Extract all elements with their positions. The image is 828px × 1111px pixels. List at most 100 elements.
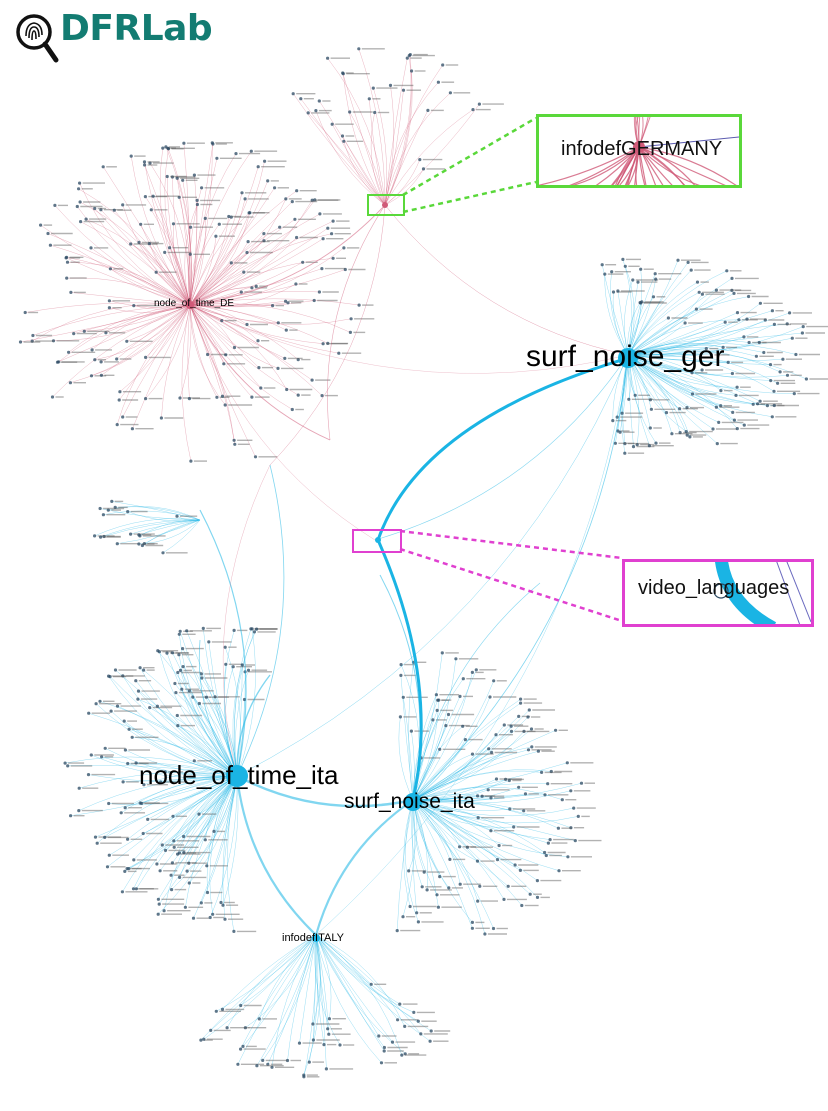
- graph-node: [140, 801, 144, 806]
- hub-node-infodef-italy: [312, 934, 320, 942]
- graph-edge: [412, 799, 560, 871]
- graph-node: [302, 1075, 306, 1079]
- graph-node: [278, 225, 282, 229]
- graph-edge: [315, 110, 386, 206]
- graph-edge: [128, 775, 238, 869]
- graph-link: [379, 574, 421, 801]
- graph-edge: [412, 752, 492, 801]
- graph-node: [425, 888, 429, 892]
- graph-node: [513, 863, 517, 867]
- graph-link: [412, 582, 541, 801]
- graph-edge: [110, 268, 191, 306]
- graph-edge: [124, 720, 238, 777]
- graph-edge: [70, 304, 191, 383]
- graph-edge: [189, 233, 265, 306]
- graph-node: [173, 681, 177, 686]
- graph-node: [678, 407, 682, 411]
- graph-edge: [130, 519, 201, 535]
- graph-edge: [133, 304, 191, 310]
- graph-edge: [299, 934, 317, 1044]
- graph-edge: [315, 934, 403, 1056]
- graph-edge: [396, 799, 414, 931]
- graph-node: [317, 99, 321, 103]
- graph-node: [94, 702, 98, 706]
- graph-node: [388, 83, 393, 87]
- graph-node: [331, 219, 335, 223]
- zoom-edge: [569, 146, 640, 185]
- graph-node: [146, 817, 150, 822]
- graph-edge: [189, 304, 224, 364]
- graph-node: [175, 514, 179, 518]
- graph-node: [772, 403, 776, 408]
- graph-node: [204, 695, 208, 699]
- graph-node: [191, 695, 195, 699]
- graph-edge: [408, 662, 414, 801]
- graph-edge: [149, 163, 191, 306]
- graph-edge: [627, 345, 764, 356]
- graph-node: [89, 753, 93, 757]
- graph-node: [185, 869, 189, 873]
- graph-edge: [627, 354, 735, 421]
- graph-node: [284, 197, 288, 201]
- graph-edge: [186, 630, 238, 777]
- graph-edge: [627, 354, 691, 437]
- graph-node: [163, 770, 167, 774]
- graph-node: [311, 1038, 315, 1042]
- graph-node: [620, 411, 624, 415]
- graph-edge: [100, 209, 191, 306]
- graph-node: [633, 393, 637, 397]
- graph-node: [220, 1007, 225, 1012]
- graph-node: [254, 284, 258, 288]
- graph-edge: [90, 247, 191, 306]
- graph-edge: [201, 673, 238, 777]
- graph-edge: [225, 666, 238, 777]
- graph-edge: [127, 775, 238, 869]
- graph-edge: [412, 799, 547, 856]
- graph-edge: [315, 934, 332, 1019]
- graph-edge: [627, 354, 729, 363]
- graph-node: [65, 260, 70, 264]
- graph-edge: [412, 799, 440, 877]
- graph-edge: [412, 669, 477, 801]
- graph-edge: [180, 670, 238, 777]
- graph-node: [189, 225, 193, 229]
- graph-node: [312, 298, 316, 303]
- graph-edge: [185, 775, 238, 908]
- graph-node: [123, 806, 127, 810]
- graph-edge: [172, 177, 191, 306]
- graph-edge: [314, 934, 341, 1046]
- graph-node: [50, 395, 55, 399]
- graph-edge: [189, 304, 235, 441]
- graph-node: [291, 92, 295, 96]
- graph-node: [768, 363, 773, 367]
- graph-node: [435, 708, 439, 713]
- graph-node: [465, 845, 469, 849]
- graph-edge: [627, 323, 788, 356]
- callout-line-magenta-bottom: [399, 547, 623, 623]
- graph-node: [206, 352, 210, 357]
- graph-edge: [182, 648, 238, 777]
- graph-node: [108, 267, 112, 271]
- graph-node: [294, 282, 298, 286]
- graph-node: [192, 173, 196, 177]
- zoom-edge: [638, 146, 686, 185]
- graph-node: [576, 814, 580, 819]
- graph-node: [106, 508, 110, 512]
- graph-edge: [122, 775, 238, 892]
- graph-node: [478, 884, 482, 888]
- graph-node: [233, 442, 237, 446]
- graph-edge: [412, 770, 542, 801]
- graph-node: [436, 905, 440, 909]
- graph-node: [217, 222, 221, 226]
- graph-edge: [164, 148, 191, 306]
- graph-edge: [187, 304, 191, 399]
- graph-edge: [627, 339, 750, 356]
- graph-edge: [189, 213, 321, 306]
- graph-edge: [166, 653, 238, 777]
- graph-node: [222, 362, 226, 366]
- graph-link: [327, 204, 386, 441]
- graph-edge: [216, 934, 317, 1012]
- callout-lines: [399, 116, 623, 623]
- graph-edge: [287, 934, 317, 1061]
- graph-node: [611, 290, 616, 294]
